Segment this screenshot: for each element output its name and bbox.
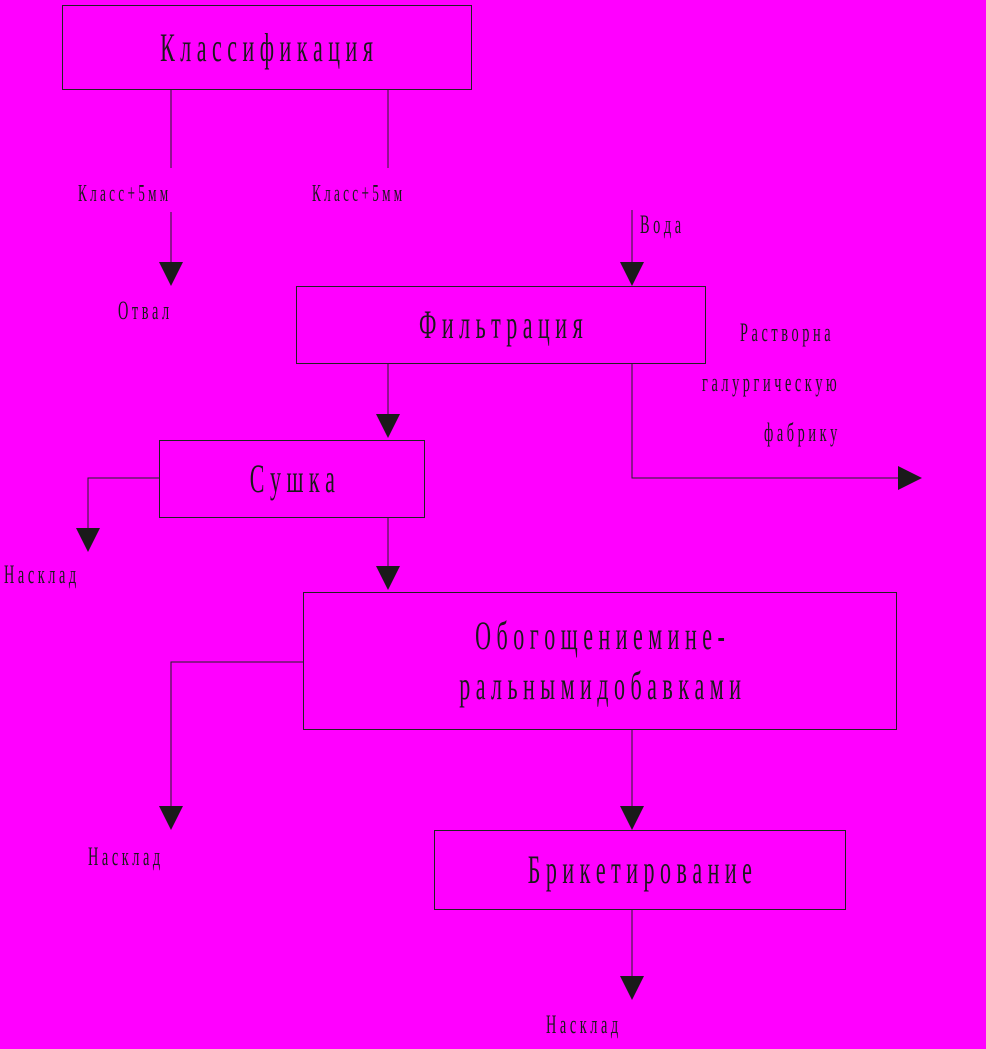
arrow-drying-to-warehouse — [76, 528, 100, 552]
box-filtration: Ф и л ь т р а ц и я — [296, 286, 706, 364]
arrow-to-drying — [376, 414, 400, 438]
connector-filtration-to-solution — [631, 364, 898, 479]
arrow-to-enrichment — [376, 566, 400, 590]
box-enrichment: О б о г о щ е н и е м и н е - р а л ь н … — [303, 592, 897, 730]
box-enrichment-line2: р а л ь н ы м и д о б а в к а м и — [459, 663, 741, 708]
box-drying-label: С у ш к а — [249, 456, 335, 501]
label-warehouse-final: Н а с к л а д — [546, 1010, 619, 1039]
label-solution-line2: г а л у р г и ч е с к у ю — [702, 368, 837, 397]
label-warehouse-drying: Н а с к л а д — [4, 560, 77, 589]
arrow-water-to-filtration — [620, 262, 644, 286]
box-briquetting: Б р и к е т и р о в а н и е — [434, 830, 846, 910]
connector-drying-to-warehouse — [87, 477, 160, 528]
label-solution-line1: Р а с т в о р н а — [740, 318, 831, 347]
label-dump: О т в а л — [118, 296, 170, 325]
label-warehouse-enrichment: Н а с к л а д — [88, 842, 161, 871]
box-classification-label: К л а с с и ф и к а ц и я — [160, 24, 374, 70]
arrow-to-dump — [159, 262, 183, 286]
label-class-left: К л а с с + 5 м м — [78, 181, 169, 207]
connector-enrichment-to-warehouse — [170, 661, 303, 806]
box-briquetting-label: Б р и к е т и р о в а н и е — [527, 847, 753, 892]
box-filtration-label: Ф и л ь т р а ц и я — [419, 302, 583, 347]
arrow-to-briquetting — [620, 806, 644, 830]
box-drying: С у ш к а — [159, 440, 425, 518]
box-enrichment-line1: О б о г о щ е н и е м и н е - — [475, 613, 725, 658]
arrow-briquetting-to-warehouse — [620, 976, 644, 1000]
label-water: В о д а — [640, 210, 682, 239]
arrow-to-solution — [898, 466, 922, 490]
box-classification: К л а с с и ф и к а ц и я — [62, 5, 472, 90]
label-class-right: К л а с с + 5 м м — [312, 181, 403, 207]
arrow-enrichment-to-warehouse — [159, 806, 183, 830]
label-solution-line3: ф а б р и к у — [764, 418, 838, 447]
